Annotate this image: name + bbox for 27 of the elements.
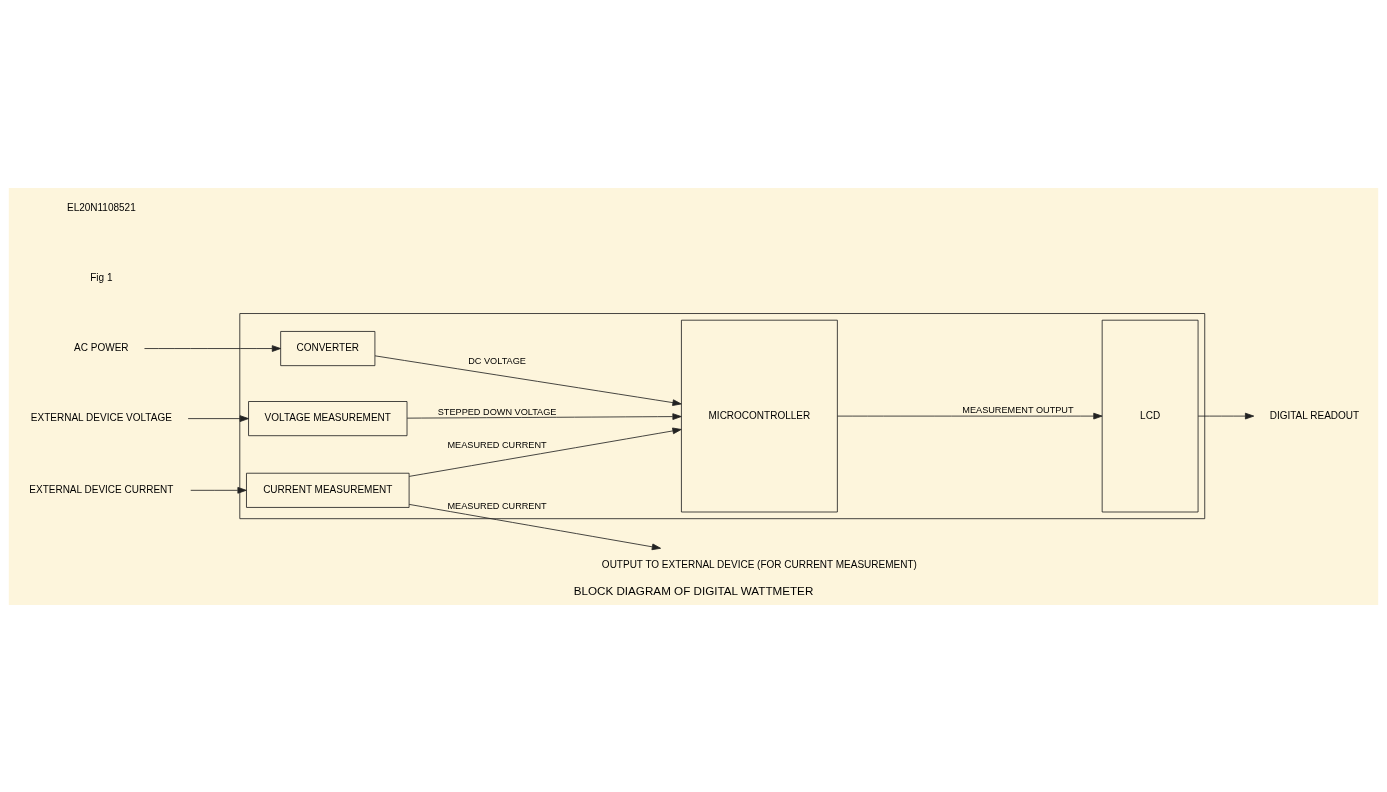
node-box: CURRENT MEASUREMENT: [246, 472, 410, 508]
arrow: [1197, 412, 1255, 419]
arrow: [408, 503, 661, 550]
edge-label: STEPPED DOWN VOLTAGE: [437, 406, 557, 417]
node-box: VOLTAGE MEASUREMENT: [248, 400, 408, 436]
node-box: LCD: [1101, 319, 1199, 512]
arrow: [190, 486, 247, 494]
edge-label: MEASUREMENT OUTPUT: [962, 404, 1074, 415]
arrow: [187, 414, 249, 422]
node-text: OUTPUT TO EXTERNAL DEVICE (FOR CURRENT MEASUREMENT): [601, 558, 917, 570]
label: Fig 1: [90, 271, 113, 283]
edge-label: DC VOLTAGE: [468, 355, 526, 366]
node-text: EXTERNAL DEVICE VOLTAGE: [30, 411, 172, 423]
arrow: [408, 427, 682, 477]
edge-label: MEASURED CURRENT: [447, 439, 547, 450]
node-box: MICROCONTROLLER: [681, 319, 838, 512]
arrow: [837, 412, 1103, 419]
arrow: [406, 412, 682, 420]
node-box: CONVERTER: [280, 330, 376, 366]
node-text: AC POWER: [74, 341, 129, 353]
diagram-title: BLOCK DIAGRAM OF DIGITAL WATTMETER: [573, 583, 814, 597]
node-text: EXTERNAL DEVICE CURRENT: [29, 483, 174, 495]
label: EL20N1108521: [66, 201, 136, 213]
node-text: DIGITAL READOUT: [1269, 409, 1360, 421]
arrow: [374, 354, 682, 406]
edge-label: MEASURED CURRENT: [447, 500, 547, 511]
arrow: [144, 344, 282, 352]
